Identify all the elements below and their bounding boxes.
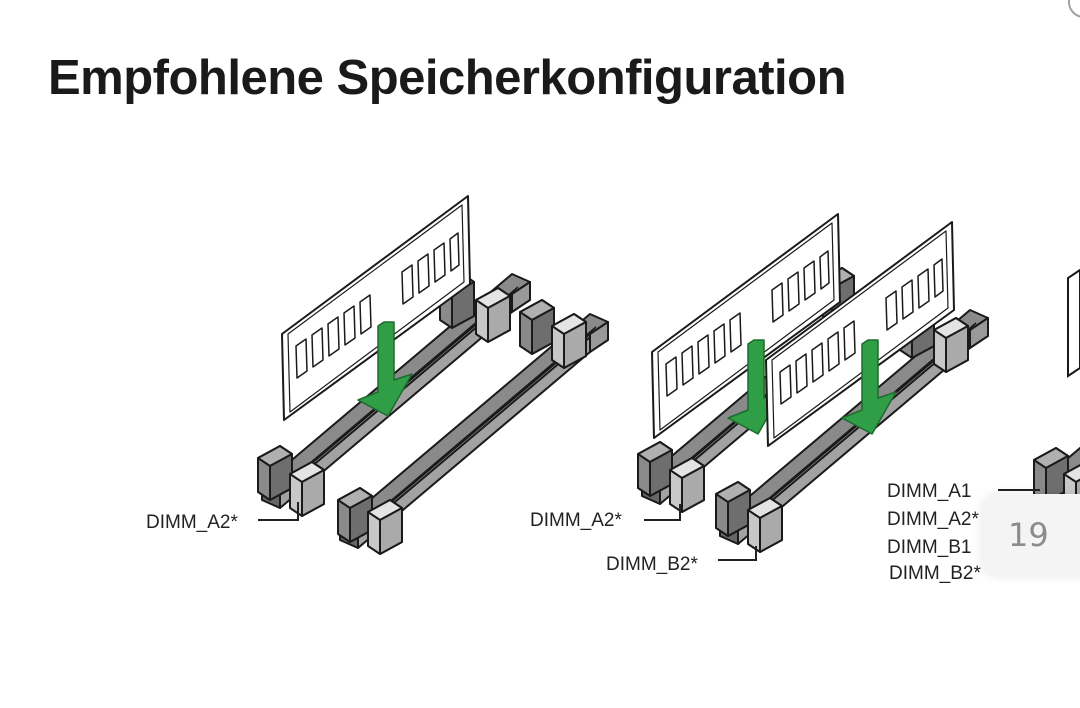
slot-label: DIMM_B2*: [606, 554, 698, 575]
slot-label: DIMM_B2*: [889, 563, 981, 584]
slot-label: DIMM_A1: [887, 481, 971, 502]
page-title: Empfohlene Speicherkonfiguration: [48, 51, 847, 105]
slot-label: DIMM_B1: [887, 537, 971, 558]
page-number-badge[interactable]: 19: [982, 494, 1080, 576]
config-four-slots: DIMM_A1 DIMM_A2* DIMM_B1 DIMM_B2*: [887, 268, 1080, 584]
config-one-channel: DIMM_A2*: [146, 195, 609, 555]
slot-label: DIMM_A2*: [146, 512, 238, 533]
config-two-channel: DIMM_A2* DIMM_B2*: [530, 213, 989, 575]
page-number: 19: [1008, 516, 1049, 554]
slot-label: DIMM_A2*: [887, 509, 979, 530]
slot-label: DIMM_A2*: [530, 510, 622, 531]
